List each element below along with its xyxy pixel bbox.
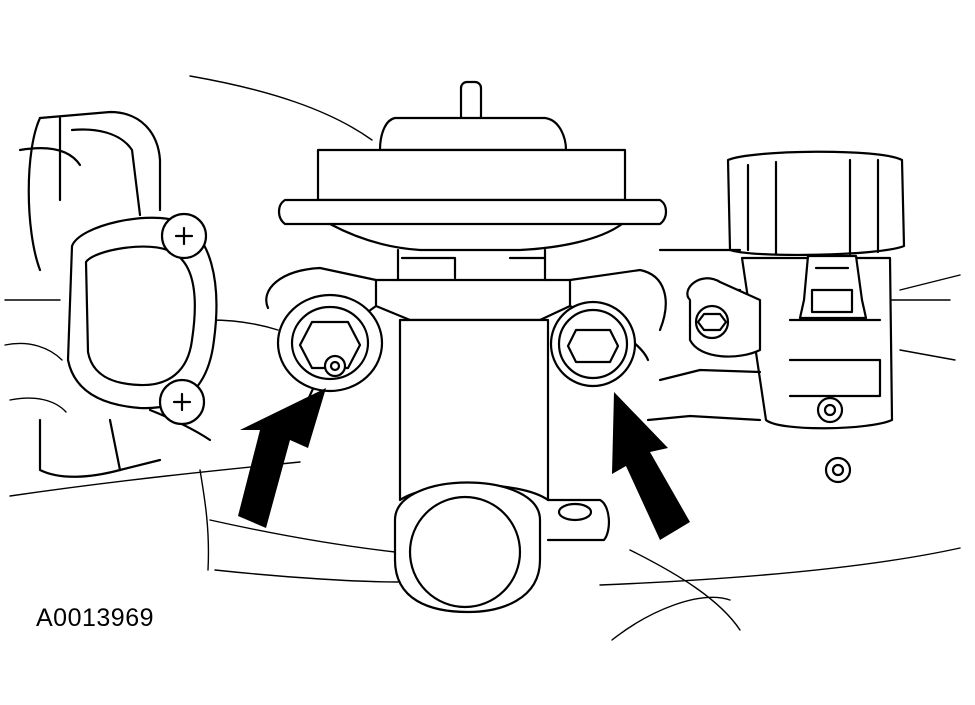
egr-valve-stud-nut [276,293,384,393]
egr-valve-hex-bolt [549,300,637,388]
figure-id: A0013969 [36,604,155,632]
hex-nut-icon [696,312,728,332]
arrow-left-stud-nut [238,388,326,528]
arrow-right-hex-bolt [612,392,690,540]
hex-socket-bolt-icon [566,328,620,364]
egr-valve-diaphragm [277,80,668,252]
hex-nut-icon [298,320,362,370]
background-contour-lines [9,75,961,641]
manifold-bracket [646,277,762,422]
throttle-body-housing [4,110,279,478]
egr-outlet-tube [393,481,610,614]
egr-vacuum-regulator [658,150,961,484]
throttle-position-sensor [66,212,218,426]
plus-screw-icon [172,392,192,412]
plus-screw-icon [174,226,194,246]
